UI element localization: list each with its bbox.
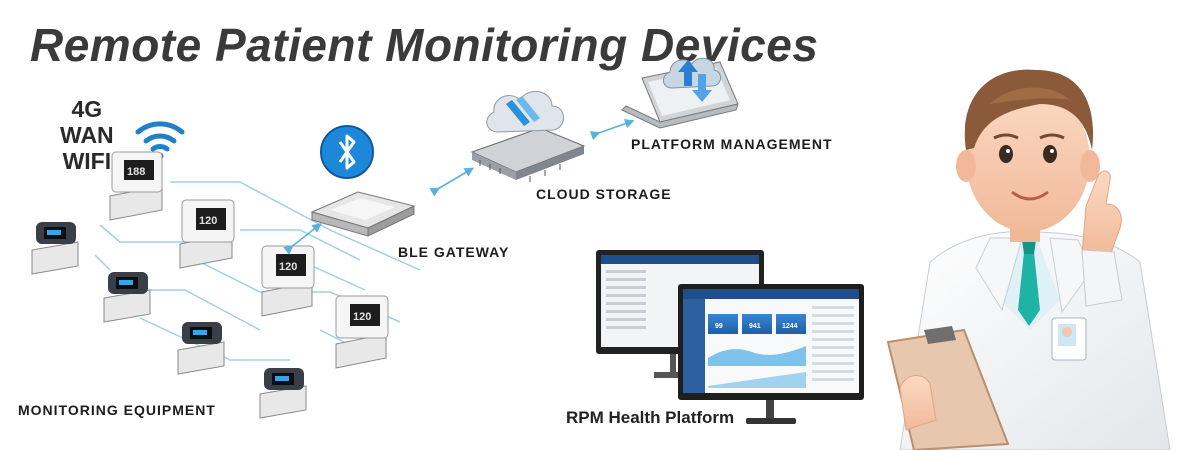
bluetooth-icon [320, 125, 374, 179]
connection-arrows [283, 119, 635, 255]
svg-text:1244: 1244 [782, 323, 798, 330]
svg-text:188: 188 [127, 166, 145, 178]
chip-icon [470, 127, 586, 182]
svg-text:99: 99 [715, 323, 723, 330]
label-cloud-storage: CLOUD STORAGE [536, 186, 672, 202]
oximeter-1 [31, 222, 79, 275]
cloud-upload-icon [663, 57, 721, 102]
bp-monitor-1: 188 [109, 151, 163, 221]
svg-text:120: 120 [353, 311, 371, 323]
label-monitoring-equipment: MONITORING EQUIPMENT [18, 402, 216, 418]
doctor-illustration [886, 69, 1171, 450]
network-types: 4G WAN WIFI [60, 96, 114, 174]
label-rpm-health-platform: RPM Health Platform [566, 408, 735, 427]
svg-text:120: 120 [279, 261, 297, 273]
monitor-front: 99 941 1244 [678, 284, 864, 424]
oximeter-3 [177, 322, 225, 375]
bp-monitor-2: 120 [179, 199, 235, 269]
svg-text:120: 120 [199, 215, 217, 227]
network-wan: WAN [60, 122, 114, 148]
ble-gateway-device [310, 191, 416, 237]
bp-monitor-4: 120 [335, 295, 389, 369]
label-ble-gateway: BLE GATEWAY [398, 244, 510, 260]
cloud-icon [486, 91, 564, 133]
monitoring-devices: 188 120 120 120 [31, 151, 389, 419]
network-wifi: WIFI [62, 148, 112, 174]
oximeter-2 [103, 272, 151, 323]
oximeter-4 [259, 368, 307, 419]
svg-text:941: 941 [749, 323, 761, 330]
label-platform-management: PLATFORM MANAGEMENT [631, 136, 833, 152]
network-4g: 4G [71, 96, 103, 122]
bp-monitor-3: 120 [261, 245, 315, 317]
